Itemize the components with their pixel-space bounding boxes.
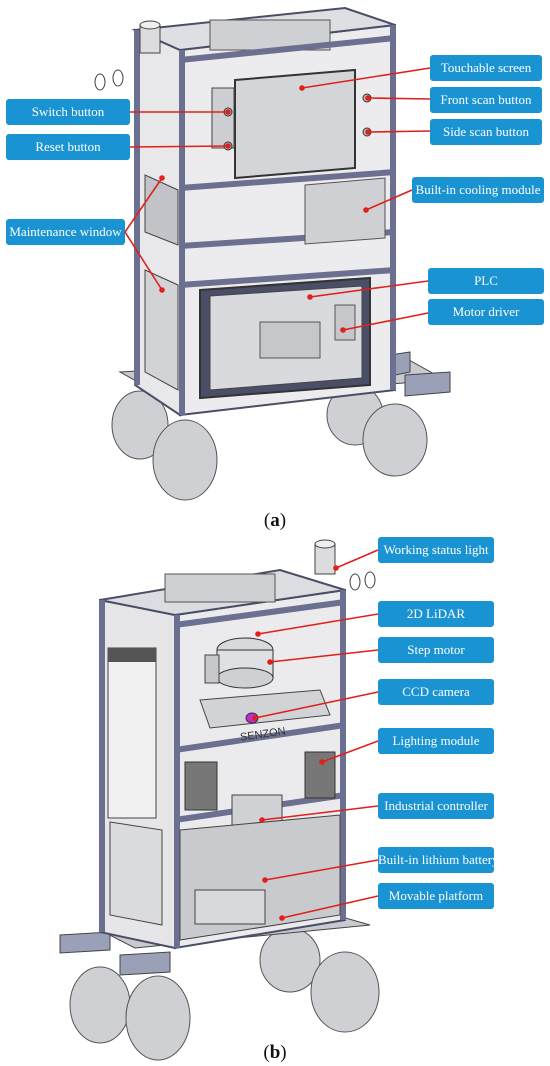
label-touchable-screen: Touchable screen [430,55,542,81]
label-industrial-controller: Industrial controller [378,793,494,819]
label-front-scan-button: Front scan button [430,87,542,113]
label-motor-driver: Motor driver [428,299,544,325]
caption-a: (a) [263,510,287,531]
robot-rear-view-drawing: SENZON [59,539,380,1061]
panel-a: Touchable screen Front scan button Side … [6,6,544,531]
cooling-module [304,177,386,245]
robot-front-view-drawing [94,6,451,501]
label-built-in-lithium-battery: Built-in lithium battery [378,847,499,873]
label-built-in-cooling-module: Built-in cooling module [412,177,544,203]
label-side-scan-button: Side scan button [430,119,542,145]
caption-b: (b) [263,1042,287,1063]
label-ccd-camera: CCD camera [378,679,494,705]
touch-screen [234,68,356,180]
label-2d-lidar: 2D LiDAR [378,601,494,627]
label-reset-button: Reset button [6,134,130,160]
label-movable-platform: Movable platform [378,883,494,909]
wheels [111,384,428,501]
leader-lines-a [124,67,431,333]
label-maintenance-window: Maintenance window [6,219,125,245]
leader-lines-b [252,549,379,921]
label-working-status-light: Working status light [378,537,494,563]
panel-b: SENZON Working status light 2D LiDAR Ste… [0,530,550,1066]
label-switch-button: Switch button [6,99,130,125]
label-plc: PLC [428,268,544,294]
label-step-motor: Step motor [378,637,494,663]
wheels [69,927,380,1061]
label-lighting-module: Lighting module [378,728,494,754]
